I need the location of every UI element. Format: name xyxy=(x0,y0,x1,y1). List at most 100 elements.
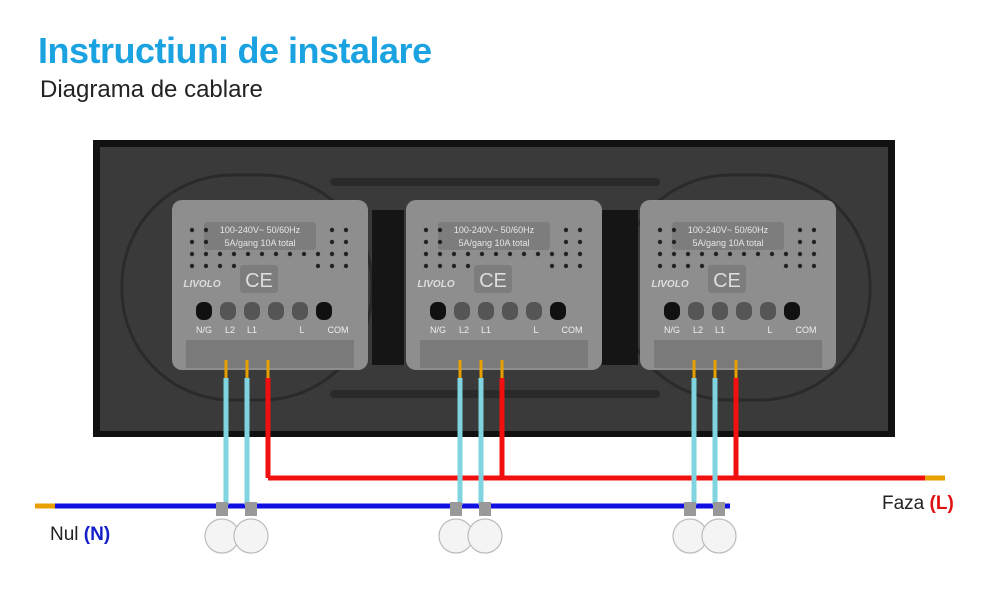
vent-hole xyxy=(423,251,429,257)
vent-hole xyxy=(423,227,429,233)
rating-box xyxy=(438,222,550,250)
terminal-label: COM xyxy=(328,325,349,335)
vent-hole xyxy=(451,251,457,257)
vent-hole xyxy=(203,263,209,269)
bulb-base xyxy=(713,502,725,516)
vent-hole xyxy=(437,227,443,233)
light-bulb-icon xyxy=(672,502,708,554)
vent-hole xyxy=(245,251,251,257)
terminal-label: L xyxy=(299,325,304,335)
vent-hole xyxy=(315,263,321,269)
bulb-base xyxy=(450,502,462,516)
vent-hole xyxy=(563,239,569,245)
vent-hole xyxy=(437,263,443,269)
vent-hole xyxy=(329,239,335,245)
rating-line1: 100-240V~ 50/60Hz xyxy=(454,225,535,235)
vent-hole xyxy=(755,251,761,257)
ce-box xyxy=(708,265,746,293)
rating-box xyxy=(204,222,316,250)
vent-hole xyxy=(451,263,457,269)
terminal-screw xyxy=(760,302,776,320)
vent-hole xyxy=(563,227,569,233)
phase-code: (L) xyxy=(929,493,954,514)
neutral-code: (N) xyxy=(83,524,111,545)
vent-hole xyxy=(465,263,471,269)
terminal-label: L xyxy=(767,325,772,335)
vent-hole xyxy=(577,227,583,233)
vent-hole xyxy=(423,263,429,269)
terminal-screw xyxy=(196,302,212,320)
vent-hole xyxy=(811,239,817,245)
vent-hole xyxy=(493,251,499,257)
vent-hole xyxy=(741,251,747,257)
vent-hole xyxy=(217,263,223,269)
terminal-label: N/G xyxy=(664,325,680,335)
vent-hole xyxy=(699,263,705,269)
vent-hole xyxy=(479,251,485,257)
light-bulb-icon xyxy=(204,502,240,554)
terminal-block xyxy=(654,340,822,368)
plate-gap xyxy=(602,210,638,365)
rating-line1: 100-240V~ 50/60Hz xyxy=(220,225,301,235)
terminal-screw xyxy=(430,302,446,320)
terminal-label: L1 xyxy=(715,325,725,335)
terminal-screw xyxy=(736,302,752,320)
vent-hole xyxy=(315,251,321,257)
vent-hole xyxy=(671,239,677,245)
vent-hole xyxy=(727,251,733,257)
vent-hole xyxy=(671,263,677,269)
terminal-screw xyxy=(220,302,236,320)
ce-mark: CE xyxy=(245,270,273,292)
terminal-screw xyxy=(784,302,800,320)
terminal-label: L2 xyxy=(225,325,235,335)
vent-hole xyxy=(797,227,803,233)
vent-hole xyxy=(203,227,209,233)
terminal-screw xyxy=(244,302,260,320)
terminal-label: COM xyxy=(562,325,583,335)
vent-hole xyxy=(783,251,789,257)
vent-hole xyxy=(657,239,663,245)
terminal-label: COM xyxy=(796,325,817,335)
terminal-screw xyxy=(316,302,332,320)
vent-hole xyxy=(189,239,195,245)
rating-line2: 5A/gang 10A total xyxy=(458,238,529,248)
vent-hole xyxy=(685,263,691,269)
neutral-label: Nul (N) xyxy=(50,524,110,546)
terminal-screw xyxy=(292,302,308,320)
vent-hole xyxy=(797,263,803,269)
rating-line1: 100-240V~ 50/60Hz xyxy=(688,225,769,235)
bulb-glass xyxy=(701,518,737,554)
plate-slot-top xyxy=(330,178,660,186)
vent-hole xyxy=(671,227,677,233)
bulb-base xyxy=(216,502,228,516)
bulb-base xyxy=(479,502,491,516)
terminal-screw xyxy=(688,302,704,320)
vent-hole xyxy=(769,251,775,257)
vent-hole xyxy=(563,263,569,269)
light-bulb-icon xyxy=(438,502,474,554)
brand-logo: LIVOLO xyxy=(651,279,688,290)
vent-hole xyxy=(685,251,691,257)
page-title: Instructiuni de instalare xyxy=(38,30,432,71)
vent-hole xyxy=(203,251,209,257)
neutral-label-text: Nul xyxy=(50,524,79,545)
vent-hole xyxy=(713,251,719,257)
rating-line2: 5A/gang 10A total xyxy=(224,238,295,248)
ce-mark: CE xyxy=(713,270,741,292)
vent-hole xyxy=(203,239,209,245)
plate-gap xyxy=(372,210,404,365)
vent-hole xyxy=(301,251,307,257)
bulb-glass xyxy=(467,518,503,554)
vent-hole xyxy=(231,251,237,257)
vent-hole xyxy=(549,251,555,257)
terminal-screw xyxy=(478,302,494,320)
vent-hole xyxy=(797,251,803,257)
terminal-label: N/G xyxy=(196,325,212,335)
vent-hole xyxy=(549,263,555,269)
bulb-base xyxy=(245,502,257,516)
phase-label-text: Faza xyxy=(882,493,925,514)
ce-box xyxy=(240,265,278,293)
